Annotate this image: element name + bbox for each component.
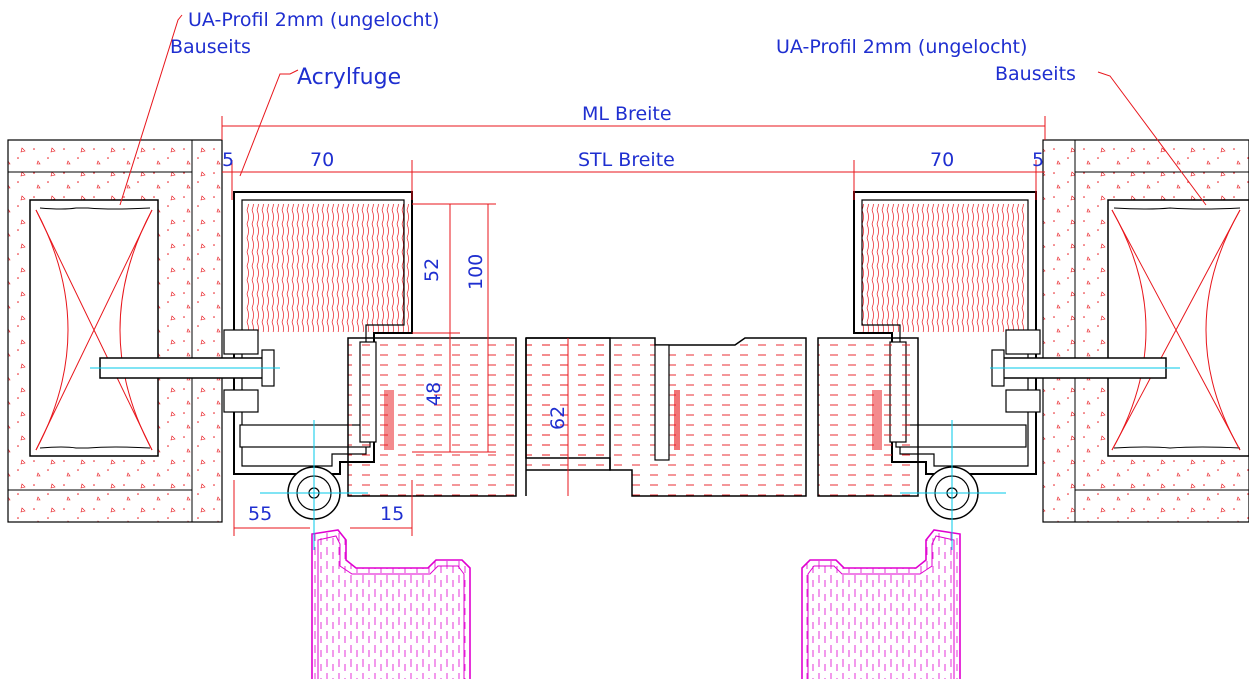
center-lines	[90, 367, 1180, 550]
right-ua-profile	[1107, 199, 1249, 457]
right-wall	[1042, 139, 1249, 523]
door-leaf-right-segment	[817, 337, 919, 497]
left-ua-profile	[29, 199, 159, 457]
dimension-lines	[119, 14, 1207, 536]
door-panel-right	[801, 529, 961, 679]
door-panel-left	[311, 529, 471, 679]
left-wall	[7, 139, 223, 523]
door-leaf-left-segment	[347, 337, 517, 497]
